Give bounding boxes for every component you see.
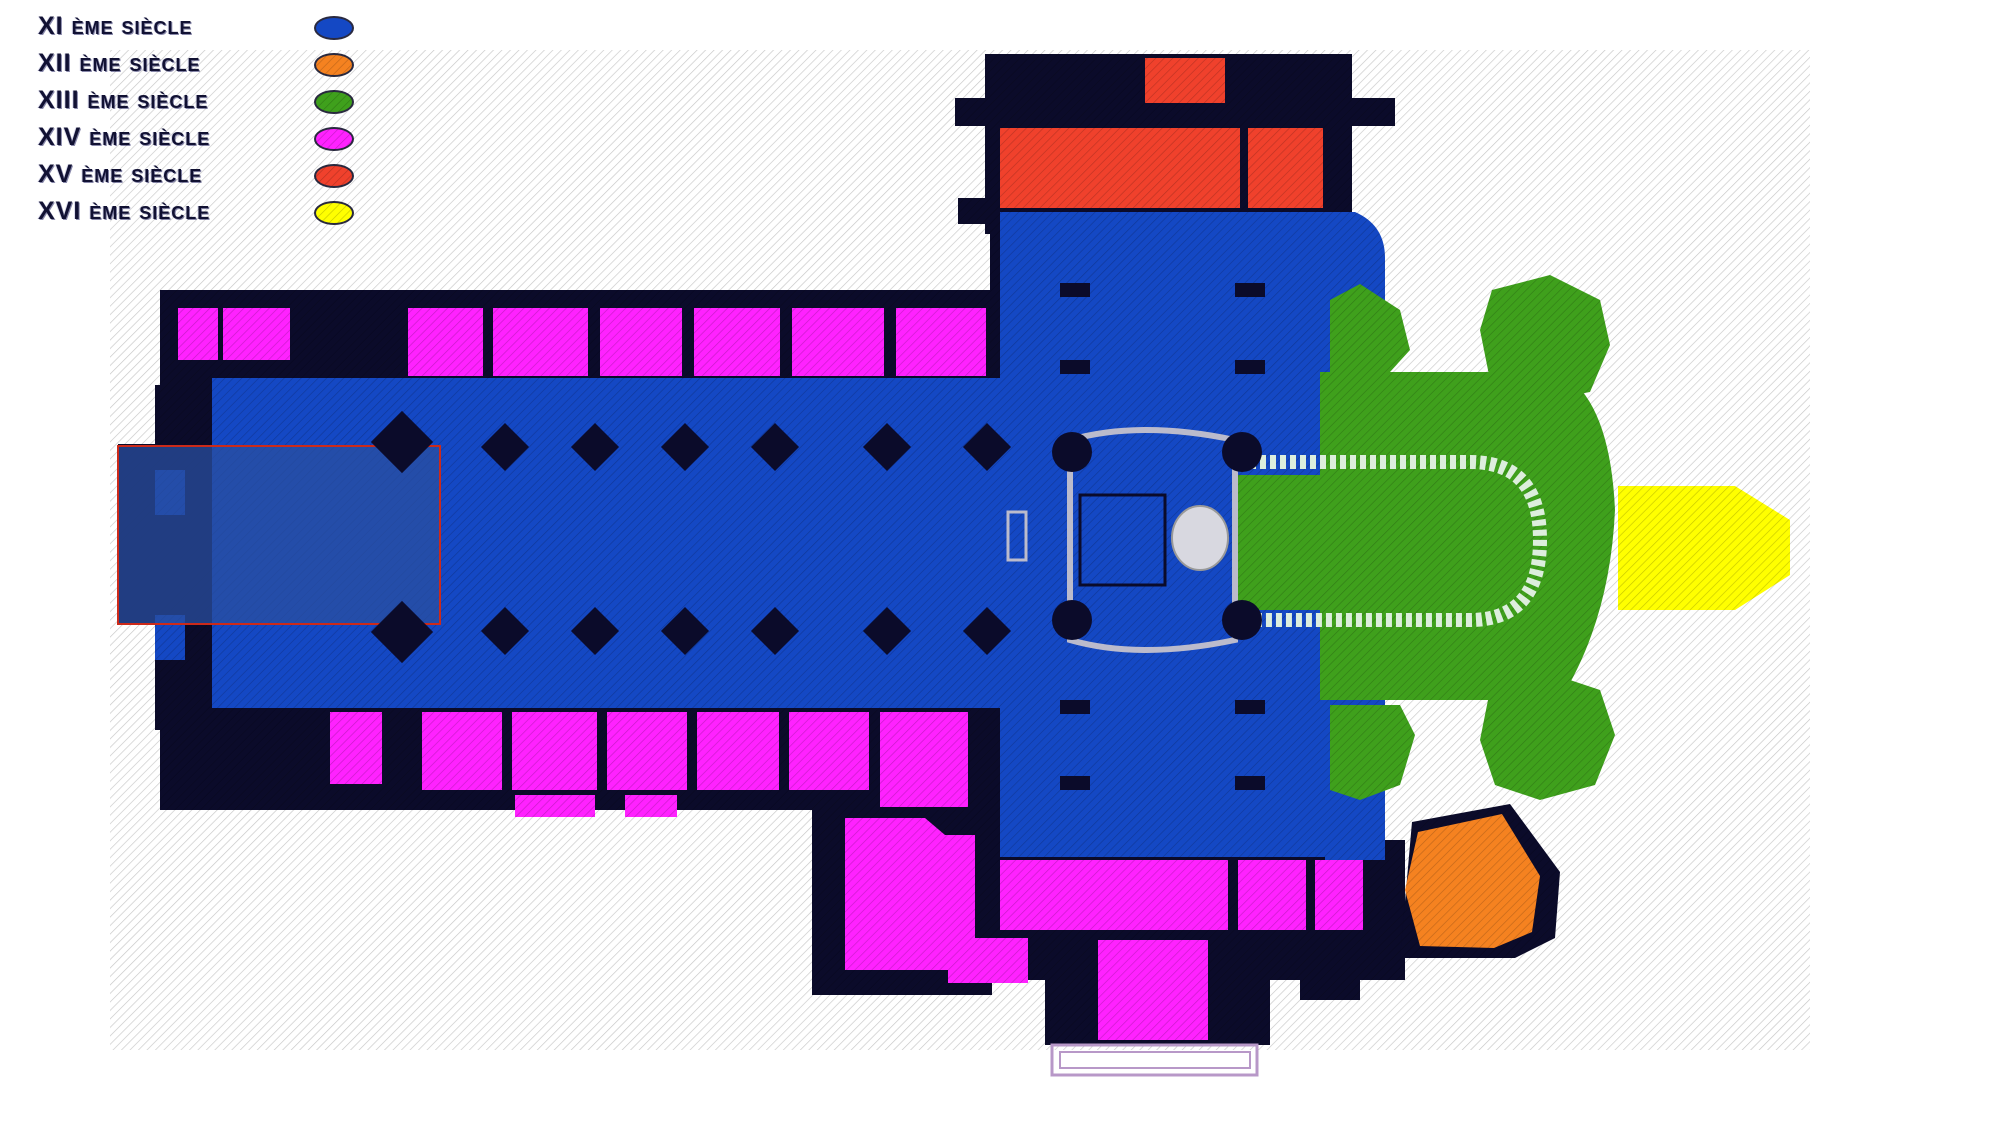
pier: [1060, 700, 1090, 714]
choir-screen: [1006, 427, 1548, 653]
pier: [570, 606, 620, 656]
pier: [1060, 283, 1090, 297]
crossing-pier: [1052, 600, 1092, 640]
stairs: [1050, 1043, 1259, 1077]
nave-piers: [370, 410, 1262, 664]
choir-enclosure: [1067, 427, 1238, 653]
pier: [570, 422, 620, 472]
altar-step: [1171, 505, 1229, 571]
pier: [862, 606, 912, 656]
pier: [660, 606, 710, 656]
pier: [750, 606, 800, 656]
pier: [480, 606, 530, 656]
pier: [962, 606, 1012, 656]
pier: [370, 600, 434, 664]
pier: [1235, 700, 1265, 714]
choir-stalls: [1250, 455, 1548, 627]
pier: [750, 422, 800, 472]
crossing-pier: [1052, 432, 1092, 472]
altar-block: [1078, 493, 1167, 587]
legend-label: XI ème siècle: [38, 12, 193, 40]
pier: [1060, 776, 1090, 790]
transept-piers: [1060, 283, 1265, 790]
south-steps: [1050, 1043, 1259, 1077]
lectern: [1006, 510, 1028, 562]
pier: [1235, 360, 1265, 374]
legend-swatch-xi: [314, 16, 354, 40]
highlighted-west-bay: [117, 445, 441, 625]
pier: [660, 422, 710, 472]
pier: [370, 410, 434, 474]
pier: [1235, 776, 1265, 790]
legend-item-xi: XI ème siècle: [38, 8, 378, 45]
pier: [862, 422, 912, 472]
pier: [480, 422, 530, 472]
south-steps-inner: [1059, 1051, 1251, 1069]
crossing-pier: [1222, 432, 1262, 472]
pier: [962, 422, 1012, 472]
pier: [1060, 360, 1090, 374]
pier: [1235, 283, 1265, 297]
crossing-pier: [1222, 600, 1262, 640]
